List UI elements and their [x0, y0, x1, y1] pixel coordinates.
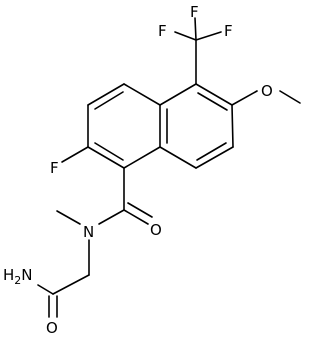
bond-lines	[37, 17, 301, 318]
molecule-structure: F F F F O O N H2N O	[3, 3, 301, 337]
atom-amide-n-label: N	[83, 223, 94, 241]
bond-carbonyl-o	[123, 209, 149, 225]
bond-cf3-f-right	[195, 31, 222, 41]
atom-f3-label: F	[224, 22, 233, 40]
atom-labels: F F F F O O N H2N O	[3, 3, 273, 337]
bond-c4-c3	[87, 83, 125, 106]
bond-c5-c6	[195, 83, 233, 106]
bond-c4a-c4	[123, 83, 161, 106]
bond-cf3-f-left	[174, 31, 197, 41]
bond-c7-c8-inner	[196, 142, 227, 161]
atom-nh2-label: H2N	[3, 266, 33, 287]
atom-ring-f-label: F	[50, 159, 59, 177]
atom-f1-label: F	[190, 3, 199, 21]
bond-c7-c8	[195, 146, 234, 169]
bond-c5-c6-inner	[197, 92, 228, 111]
atom-carbonyl-o-label: O	[150, 221, 162, 239]
bond-c6-c7	[231, 104, 234, 148]
bond-c2-c1-inner	[94, 142, 124, 161]
atom-amide-o-label: O	[46, 319, 58, 337]
bond-c1-c8a	[123, 146, 161, 169]
bond-camide-nh2	[37, 284, 54, 295]
bond-carbonyl-n	[98, 209, 125, 225]
bond-n-methyl	[56, 210, 81, 225]
bond-c8-c8a	[159, 146, 197, 169]
bond-c4-c3-inner	[94, 91, 124, 110]
bond-c4a-c5	[159, 83, 197, 106]
bond-c2-c1	[87, 146, 125, 169]
bond-cf3-f-top	[194, 17, 197, 41]
bond-ch2-camide	[52, 274, 90, 295]
bond-c6-o	[231, 90, 258, 106]
bond-o-methyl	[279, 90, 301, 104]
bond-c2-f	[61, 146, 89, 163]
atom-f2-label: F	[158, 22, 167, 40]
atom-methoxy-o-label: O	[261, 82, 273, 100]
bond-carbonyl-o-double	[127, 202, 153, 218]
